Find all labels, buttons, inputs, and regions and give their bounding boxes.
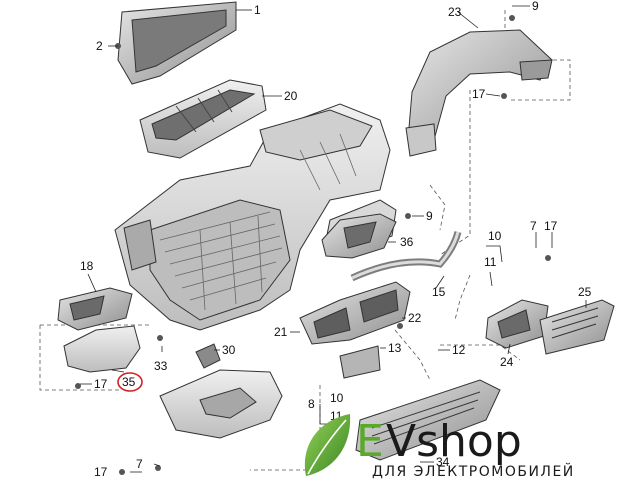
callout-label: 9: [426, 209, 433, 223]
callout-label: 33: [154, 359, 168, 373]
callout-labels: 1 2 9 23 20 17 9 36 10 7 17 18 11 15 25 …: [80, 0, 592, 479]
part-35: [63, 325, 141, 373]
part-21-vent: [299, 281, 411, 345]
evshop-watermark: E Vshop ДЛЯ ЭЛЕКТРОМОБИЛЕЙ: [304, 414, 575, 480]
callout-label: 10: [330, 391, 344, 405]
bottom-vent: [355, 379, 501, 461]
callout-label: 22: [408, 311, 422, 325]
part-23-duct: [405, 29, 553, 157]
callout-label: 7: [530, 219, 537, 233]
callout-label: 21: [274, 325, 288, 339]
callout-label: 20: [284, 89, 298, 103]
lower-cover: [159, 369, 283, 439]
callout-label: 36: [400, 235, 414, 249]
callout-label: 23: [448, 5, 462, 19]
callout-label: 34: [436, 455, 450, 469]
leader-lines: [80, 5, 587, 473]
fasteners: [75, 15, 551, 475]
highlight-ring: [117, 372, 143, 392]
part-36: [321, 213, 397, 259]
callout-label: 17: [544, 219, 558, 233]
callout-label: 15: [432, 285, 446, 299]
callout-label: 9: [532, 0, 539, 13]
callout-label: 35: [122, 375, 136, 389]
callout-label: 1: [254, 3, 261, 17]
part-24: [485, 299, 549, 349]
callout-label: 8: [308, 397, 315, 411]
part-20-housing: [139, 79, 267, 159]
callout-label: 30: [222, 343, 236, 357]
part-1-vent: [117, 1, 237, 85]
part-25-vent: [539, 299, 615, 355]
part-13: [339, 345, 381, 379]
callout-label: 25: [578, 285, 592, 299]
part-18: [57, 287, 133, 331]
part-15-hose: [350, 231, 462, 282]
callout-label: 17: [94, 377, 108, 391]
callout-label: 17: [94, 465, 108, 479]
callout-label: 24: [500, 355, 514, 369]
brand-tagline: ДЛЯ ЭЛЕКТРОМОБИЛЕЙ: [372, 462, 575, 480]
callout-label: 10: [488, 229, 502, 243]
brand-name: Vshop: [386, 416, 522, 467]
callout-label: 2: [96, 39, 103, 53]
callout-label: 12: [452, 343, 466, 357]
callout-label: 11: [484, 255, 497, 269]
callout-label: 7: [136, 457, 143, 471]
callout-label: 18: [80, 259, 94, 273]
callout-label: 13: [388, 341, 402, 355]
brand-e: E: [356, 416, 384, 467]
callout-label: 17: [472, 87, 486, 101]
part-30: [195, 343, 221, 369]
